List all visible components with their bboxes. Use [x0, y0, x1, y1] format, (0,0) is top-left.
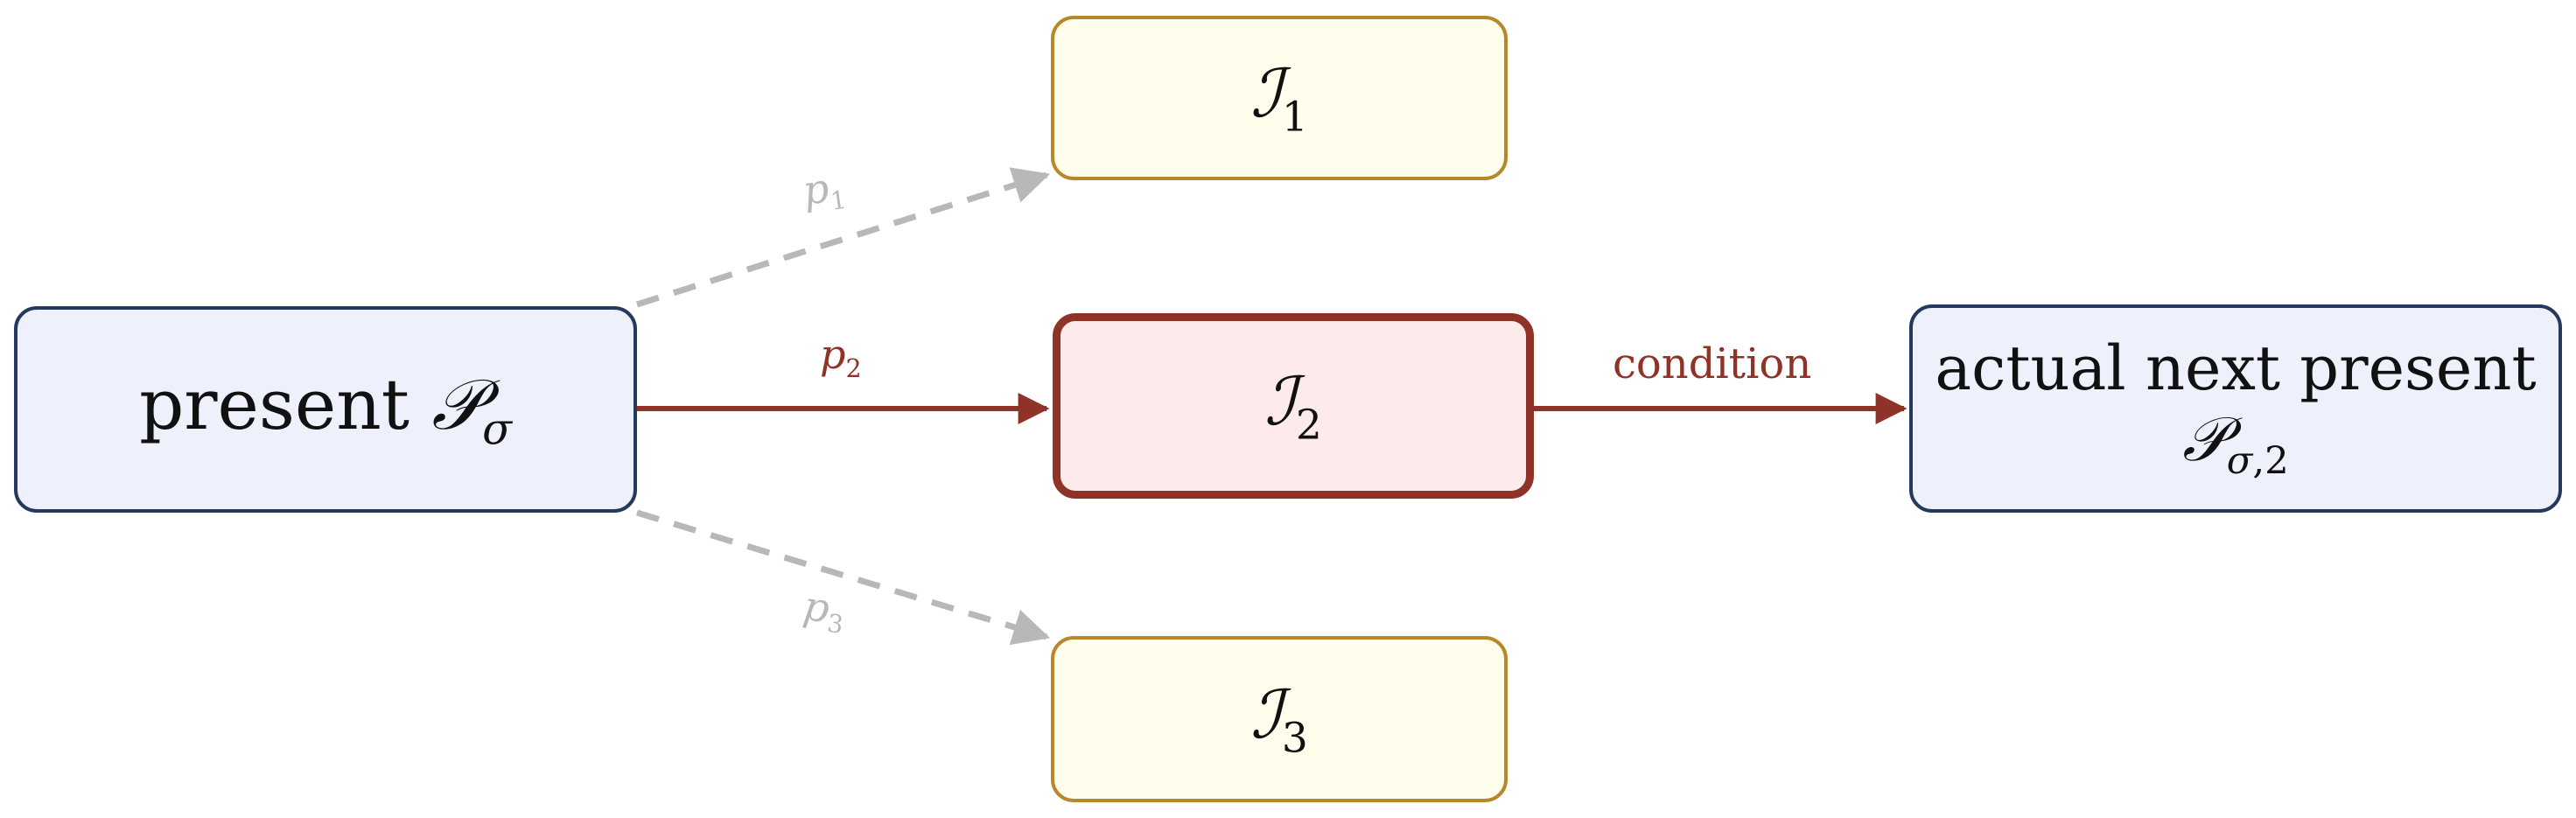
edge-condition-label: condition [1613, 339, 1812, 388]
p2-letter: p [820, 331, 846, 378]
next-formula: 𝒫σ,2 [2182, 402, 2289, 484]
present-subscript: σ [482, 403, 512, 455]
node-interpretation-2-selected: ℐ2 [1053, 313, 1534, 499]
next-text: actual next present [1935, 332, 2537, 405]
p2-subscript: 2 [845, 353, 862, 383]
node-i1-label: ℐ1 [1250, 54, 1308, 141]
node-interpretation-3: ℐ3 [1051, 636, 1508, 802]
present-symbol: 𝒫 [431, 364, 483, 446]
i1-subscript: 1 [1281, 93, 1308, 142]
p1-letter: p [800, 164, 832, 215]
node-i3-label: ℐ3 [1250, 675, 1308, 762]
node-actual-next-present: actual next present 𝒫σ,2 [1909, 304, 2562, 513]
edge-p3-arrow [635, 509, 1051, 646]
edge-p1-arrow [635, 167, 1051, 308]
i1-symbol: ℐ [1250, 54, 1282, 133]
i3-subscript: 3 [1281, 714, 1308, 763]
present-text: present [139, 364, 410, 446]
edge-p2-label: p2 [820, 331, 862, 383]
i3-symbol: ℐ [1250, 675, 1282, 754]
next-subscript-index: ,2 [2252, 438, 2289, 483]
node-present-label: present 𝒫σ [139, 364, 512, 454]
node-i2-label: ℐ2 [1264, 362, 1322, 449]
i2-symbol: ℐ [1264, 362, 1296, 441]
next-subscript-sigma: σ [2226, 438, 2253, 483]
node-present: present 𝒫σ [14, 306, 637, 513]
edge-p3-label: p3 [800, 582, 848, 640]
edge-p1-label: p1 [800, 162, 848, 220]
node-interpretation-1: ℐ1 [1051, 16, 1508, 180]
i2-subscript: 2 [1295, 401, 1322, 450]
next-symbol: 𝒫 [2182, 402, 2227, 475]
